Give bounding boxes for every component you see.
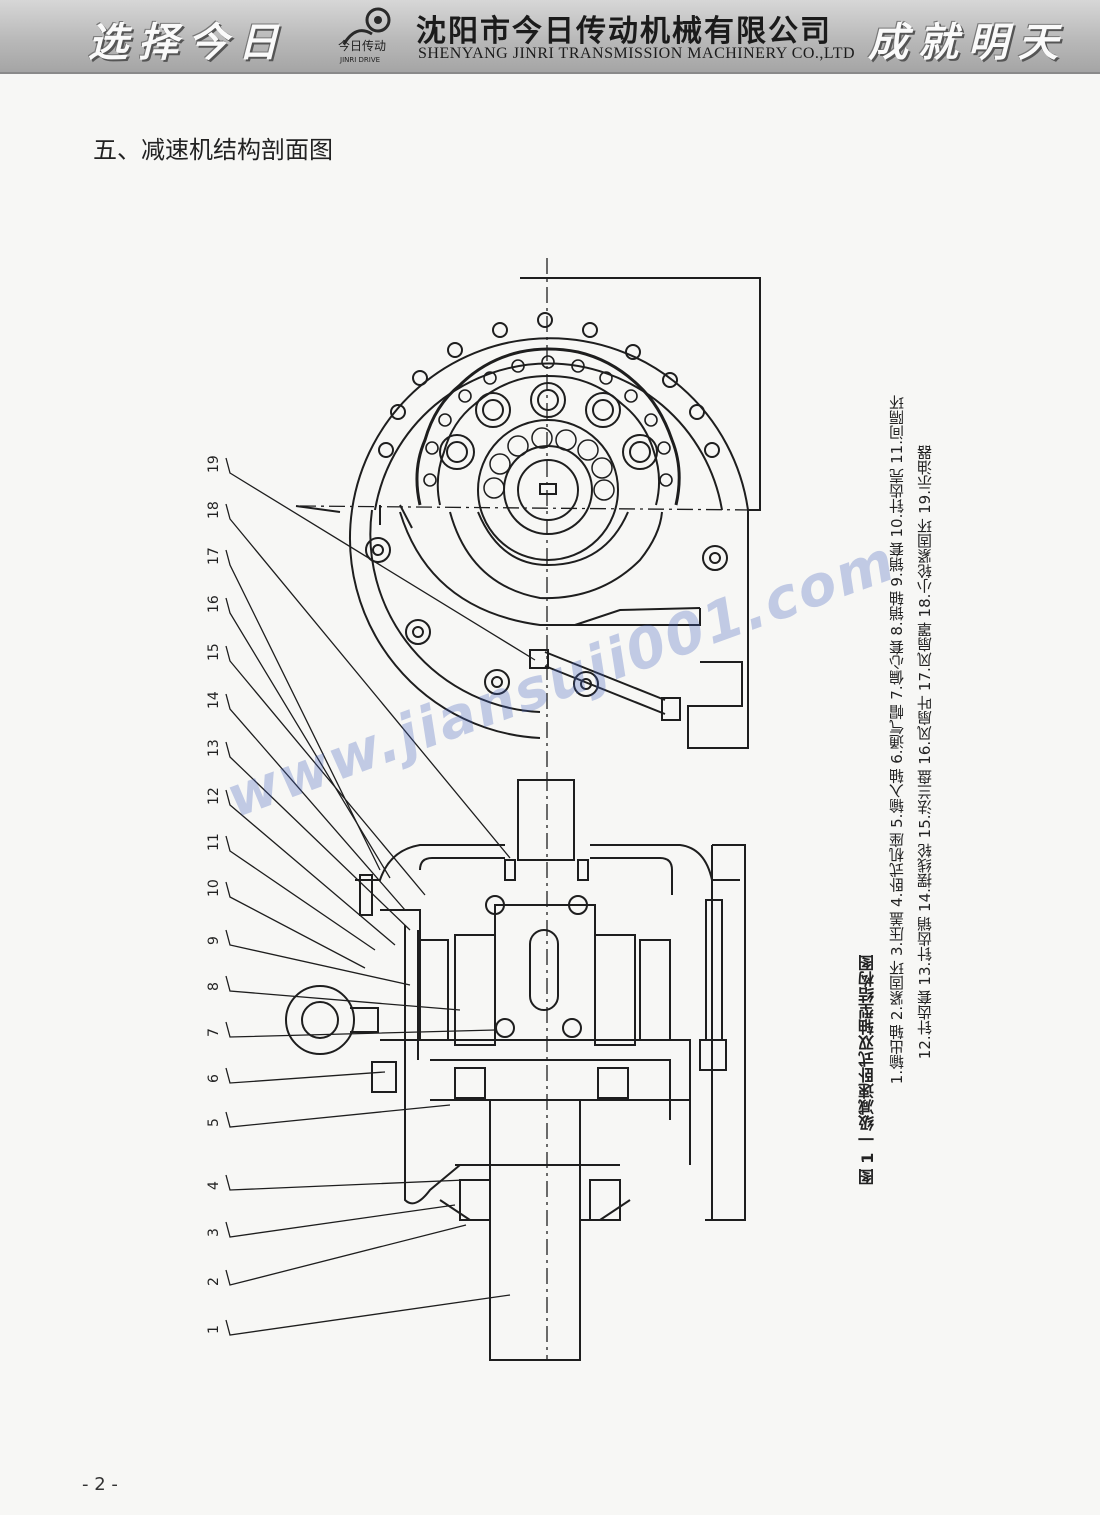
part-label-7: 7 (206, 1028, 222, 1037)
part-label-17: 17 (206, 547, 222, 565)
parts-legend-line-1: 1.输出轴 2.紧固环 3.压盖 4.卧式机座 5.输入轴 6.通气帽 7.偏心… (888, 395, 906, 1085)
part-label-10: 10 (206, 879, 222, 897)
logo-text-cn: 今日传动 (338, 38, 386, 53)
part-label-16: 16 (206, 595, 222, 613)
figure-title: 图 1 一级减速卧式双轴型结构图 (858, 955, 877, 1186)
page-number: - 2 - (82, 1474, 118, 1495)
part-number-labels: 1 2 3 4 5 6 7 8 9 10 11 12 13 14 15 16 1… (206, 455, 222, 1334)
part-label-18: 18 (206, 501, 222, 519)
part-label-3: 3 (206, 1228, 222, 1237)
part-label-8: 8 (206, 982, 222, 991)
part-label-1: 1 (206, 1325, 222, 1334)
company-name-en: SHENYANG JINRI TRANSMISSION MACHINERY CO… (418, 45, 856, 62)
part-label-11: 11 (206, 833, 222, 851)
part-label-6: 6 (206, 1074, 222, 1083)
side-section-view (285, 775, 746, 1361)
part-label-4: 4 (206, 1181, 222, 1190)
part-label-19: 19 (206, 455, 222, 473)
company-logo: 今日传动 JINRI DRIVE (338, 7, 391, 64)
page-header: 选择今日 今日传动 JINRI DRIVE 沈阳市今日传动机械有限公司 SHEN… (0, 0, 1100, 74)
company-name-cn: 沈阳市今日传动机械有限公司 (416, 14, 832, 49)
parts-legend-line-2: 12.针齿套 13.针齿销 14.摆线轮 15.法兰盘 16.风扇叶 17.风扇… (916, 445, 934, 1060)
part-label-13: 13 (206, 739, 222, 757)
leader-lines (225, 457, 536, 1336)
logo-text-en: JINRI DRIVE (339, 56, 380, 64)
part-label-14: 14 (206, 691, 222, 709)
section-title: 五、减速机结构剖面图 (93, 136, 333, 164)
slogan-right: 成就明天 (868, 19, 1068, 66)
part-label-15: 15 (206, 643, 222, 661)
part-label-2: 2 (206, 1277, 222, 1286)
part-label-9: 9 (206, 936, 222, 945)
part-label-12: 12 (206, 787, 222, 805)
part-label-5: 5 (206, 1118, 222, 1127)
figure-caption: 图 1 一级减速卧式双轴型结构图 1.输出轴 2.紧固环 3.压盖 4.卧式机座… (858, 395, 956, 1255)
slogan-left: 选择今日 (88, 19, 288, 66)
end-view (295, 258, 761, 780)
